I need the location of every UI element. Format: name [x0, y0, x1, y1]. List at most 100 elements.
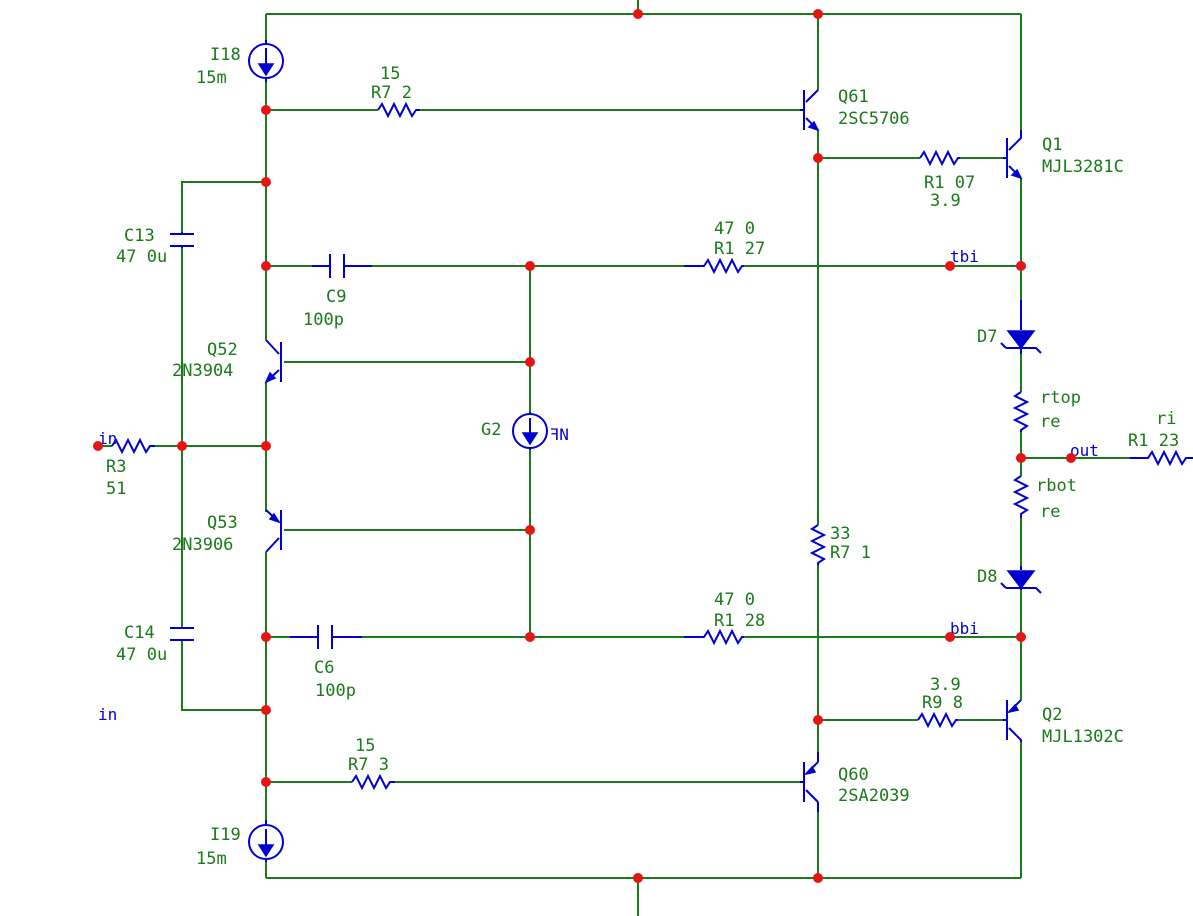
transistor-q1: Q1 MJL3281C [1003, 130, 1124, 180]
capacitor-icon [170, 232, 194, 248]
g2-ref: G2 [481, 420, 501, 440]
r127-value: 47 0 [714, 219, 755, 239]
capacitor-c14: C14 47 0u [116, 623, 194, 665]
node-dot [261, 705, 271, 715]
rtop-ref: rtop [1040, 388, 1081, 408]
resistor-icon [377, 101, 420, 119]
vccs-g2: G2 ꟻN [481, 412, 569, 450]
r71-value: 33 [830, 524, 850, 544]
capacitor-c13: C13 47 0u [116, 226, 194, 267]
i18-value: 15m [196, 68, 227, 88]
capacitor-icon [312, 254, 372, 278]
q61-ref: Q61 [838, 87, 869, 107]
resistor-icon [1012, 391, 1030, 432]
node-dot [813, 873, 823, 883]
c14-value: 47 0u [116, 645, 167, 665]
r128-value: 47 0 [714, 590, 755, 610]
node-dot [261, 632, 271, 642]
node-dot [93, 441, 103, 451]
r98-value: 3.9 [930, 675, 961, 695]
transistor-q53: Q53 2N3906 [172, 509, 282, 555]
node-dot [813, 715, 823, 725]
rbot-value: re [1040, 502, 1060, 522]
q60-model: 2SA2039 [838, 786, 910, 806]
r98-ref: R9 8 [922, 693, 963, 713]
resistor-r73: 15 R7 3 [348, 736, 395, 791]
node-dot [1016, 261, 1026, 271]
rbot-ref: rbot [1036, 476, 1077, 496]
wires [100, 0, 1130, 916]
c9-ref: C9 [326, 287, 346, 307]
vccs-icon [512, 412, 548, 450]
g2-value: ꟻN [550, 425, 569, 444]
current-source-i19: I19 15m [196, 820, 284, 869]
node-dot [633, 9, 643, 19]
net-label-out: out [1070, 441, 1099, 460]
node-dot [261, 105, 271, 115]
transistor-q2: Q2 MJL1302C [1003, 699, 1124, 747]
resistor-r107: R1 07 3.9 [919, 149, 975, 211]
current-source-i18: I18 15m [196, 40, 284, 88]
resistor-icon [917, 711, 958, 729]
resistor-icon [1130, 449, 1193, 467]
npn-transistor-icon [800, 89, 820, 132]
r3-ref: R3 [106, 457, 126, 477]
capacitor-c6: C6 100p [290, 625, 362, 701]
node-dot [813, 153, 823, 163]
pnp-transistor-icon [800, 752, 819, 812]
net-label-in-secondary: in [98, 705, 117, 724]
i18-ref: I18 [210, 45, 241, 65]
net-label-bbi: bbi [950, 619, 979, 638]
node-dots [93, 9, 1076, 883]
c13-ref: C13 [124, 226, 155, 246]
transistor-q60: Q60 2SA2039 [800, 752, 910, 812]
rtop-value: re [1040, 412, 1060, 432]
resistor-icon [684, 257, 744, 275]
diode-icon [1000, 300, 1042, 354]
resistor-rbot: rbot re [1012, 475, 1077, 522]
diode-d7: D7 [977, 300, 1042, 354]
r127-ref: R1 27 [714, 239, 765, 259]
resistor-icon [111, 437, 155, 455]
diode-d8: D8 [977, 566, 1042, 594]
q1-ref: Q1 [1042, 135, 1062, 155]
resistor-r123: ri R1 23 [1128, 409, 1193, 467]
i19-ref: I19 [210, 825, 241, 845]
net-label-tbi: tbi [950, 247, 979, 266]
node-dot [261, 177, 271, 187]
c13-value: 47 0u [116, 247, 167, 267]
node-dot [633, 873, 643, 883]
d7-ref: D7 [977, 327, 997, 347]
r73-ref: R7 3 [348, 755, 389, 775]
c9-value: 100p [303, 310, 344, 330]
capacitor-icon [290, 625, 362, 649]
current-source-icon [248, 820, 284, 862]
node-dot [525, 632, 535, 642]
resistor-icon [684, 628, 744, 646]
r73-value: 15 [355, 736, 375, 756]
resistor-rtop: rtop re [1012, 388, 1081, 432]
q53-ref: Q53 [207, 513, 238, 533]
r123-ref: R1 23 [1128, 431, 1179, 451]
node-dot [945, 261, 955, 271]
node-dot [1066, 453, 1076, 463]
r128-ref: R1 28 [714, 611, 765, 631]
resistor-icon [351, 773, 395, 791]
node-dot [525, 357, 535, 367]
node-dot [1016, 632, 1026, 642]
node-dot [525, 261, 535, 271]
npn-transistor-icon [1003, 130, 1023, 180]
resistor-r127: 47 0 R1 27 [684, 219, 765, 275]
q52-model: 2N3904 [172, 361, 233, 381]
transistor-q52: Q52 2N3904 [172, 339, 282, 384]
resistor-icon [809, 524, 827, 565]
npn-transistor-icon [264, 339, 282, 384]
capacitor-icon [170, 627, 194, 641]
node-dot [261, 261, 271, 271]
node-dot [177, 441, 187, 451]
resistor-r72: 15 R7 2 [371, 64, 420, 119]
q60-ref: Q60 [838, 765, 869, 785]
q2-model: MJL1302C [1042, 727, 1124, 747]
q52-ref: Q52 [207, 340, 238, 360]
